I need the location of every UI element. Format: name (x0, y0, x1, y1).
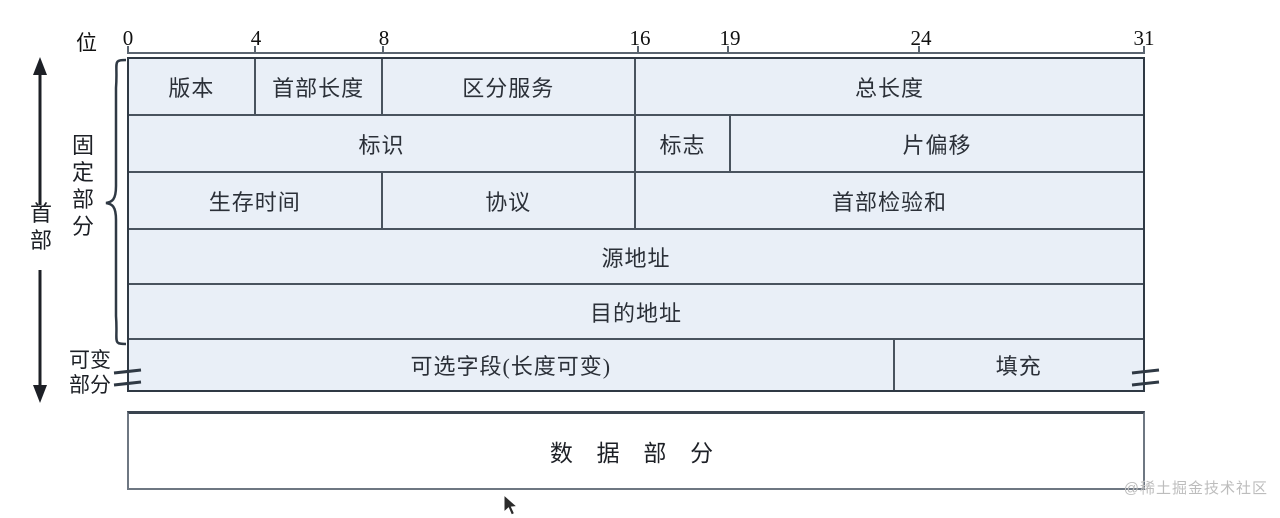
label-fixed-part: 固 定 部 分 (70, 132, 96, 240)
fixed-part-brace (105, 58, 127, 346)
bit-tick-label-8: 8 (378, 26, 390, 50)
table-row: 目的地址 (129, 285, 1143, 340)
table-row: 生存时间 协议 首部检验和 (129, 173, 1143, 230)
label-variable-part-line2: 部分 (69, 373, 111, 397)
bit-axis-unit-label: 位 (76, 31, 97, 55)
mouse-cursor-icon (503, 494, 519, 516)
data-part-box: 数 据 部 分 (127, 411, 1145, 490)
label-fixed-part-char3: 部 (71, 187, 94, 212)
field-flags: 标志 (636, 116, 732, 171)
field-ttl: 生存时间 (129, 173, 383, 228)
field-padding: 填充 (995, 354, 1042, 379)
table-row: 版本 首部长度 区分服务 总长度 (129, 59, 1143, 116)
bit-tick-mark-4 (254, 46, 256, 53)
field-source-address: 源地址 (601, 245, 671, 271)
label-fixed-part-char2: 定 (71, 160, 94, 185)
field-options: 可选字段(长度可变) (129, 340, 895, 390)
table-row: 源地址 (129, 230, 1143, 285)
field-version: 版本 (129, 59, 256, 114)
field-dscp: 区分服务 (383, 59, 636, 114)
label-header-span-char2: 部 (29, 228, 52, 253)
label-fixed-part-char1: 固 (71, 133, 94, 158)
bit-tick-label-16: 16 (629, 26, 651, 50)
bit-tick-mark-19 (727, 46, 729, 53)
break-mark-left-icon (113, 368, 142, 387)
label-variable-part-line1: 可变 (69, 348, 111, 372)
bit-axis-line (127, 52, 1145, 54)
bit-tick-label-24: 24 (910, 26, 932, 50)
field-fragment-offset: 片偏移 (902, 132, 972, 158)
table-row: 标识 标志 片偏移 (129, 116, 1143, 173)
label-header-span-char1: 首 (29, 201, 52, 226)
bit-tick-mark-8 (382, 46, 384, 53)
table-row: 可选字段(长度可变) 填充 (129, 340, 1143, 390)
bit-tick-mark-24 (918, 46, 920, 53)
bit-tick-label-19: 19 (719, 26, 741, 50)
data-part-label: 数 据 部 分 (549, 441, 723, 466)
field-destination-address: 目的地址 (589, 300, 682, 326)
field-identification: 标识 (129, 116, 636, 171)
label-variable-part: 可变 部分 (62, 348, 118, 398)
header-span-arrow (33, 57, 47, 403)
field-protocol: 协议 (383, 173, 636, 228)
field-total-length: 总长度 (854, 75, 924, 101)
bit-tick-label-0: 0 (122, 26, 134, 50)
bit-tick-mark-16 (637, 46, 639, 53)
break-mark-right-icon (1131, 368, 1160, 387)
label-header-span: 首 部 (28, 200, 54, 254)
bit-tick-mark-31 (1143, 46, 1145, 53)
watermark: @稀土掘金技术社区 (1123, 480, 1268, 497)
bit-tick-mark-0 (127, 46, 129, 53)
ip-header-table: 版本 首部长度 区分服务 总长度 标识 标志 片偏移 生存时间 协议 首部检验和… (127, 57, 1145, 392)
bit-tick-label-4: 4 (250, 26, 262, 50)
label-fixed-part-char4: 分 (71, 214, 94, 239)
field-header-checksum: 首部检验和 (831, 189, 947, 215)
bit-tick-label-31: 31 (1133, 26, 1155, 50)
field-header-length: 首部长度 (256, 59, 383, 114)
